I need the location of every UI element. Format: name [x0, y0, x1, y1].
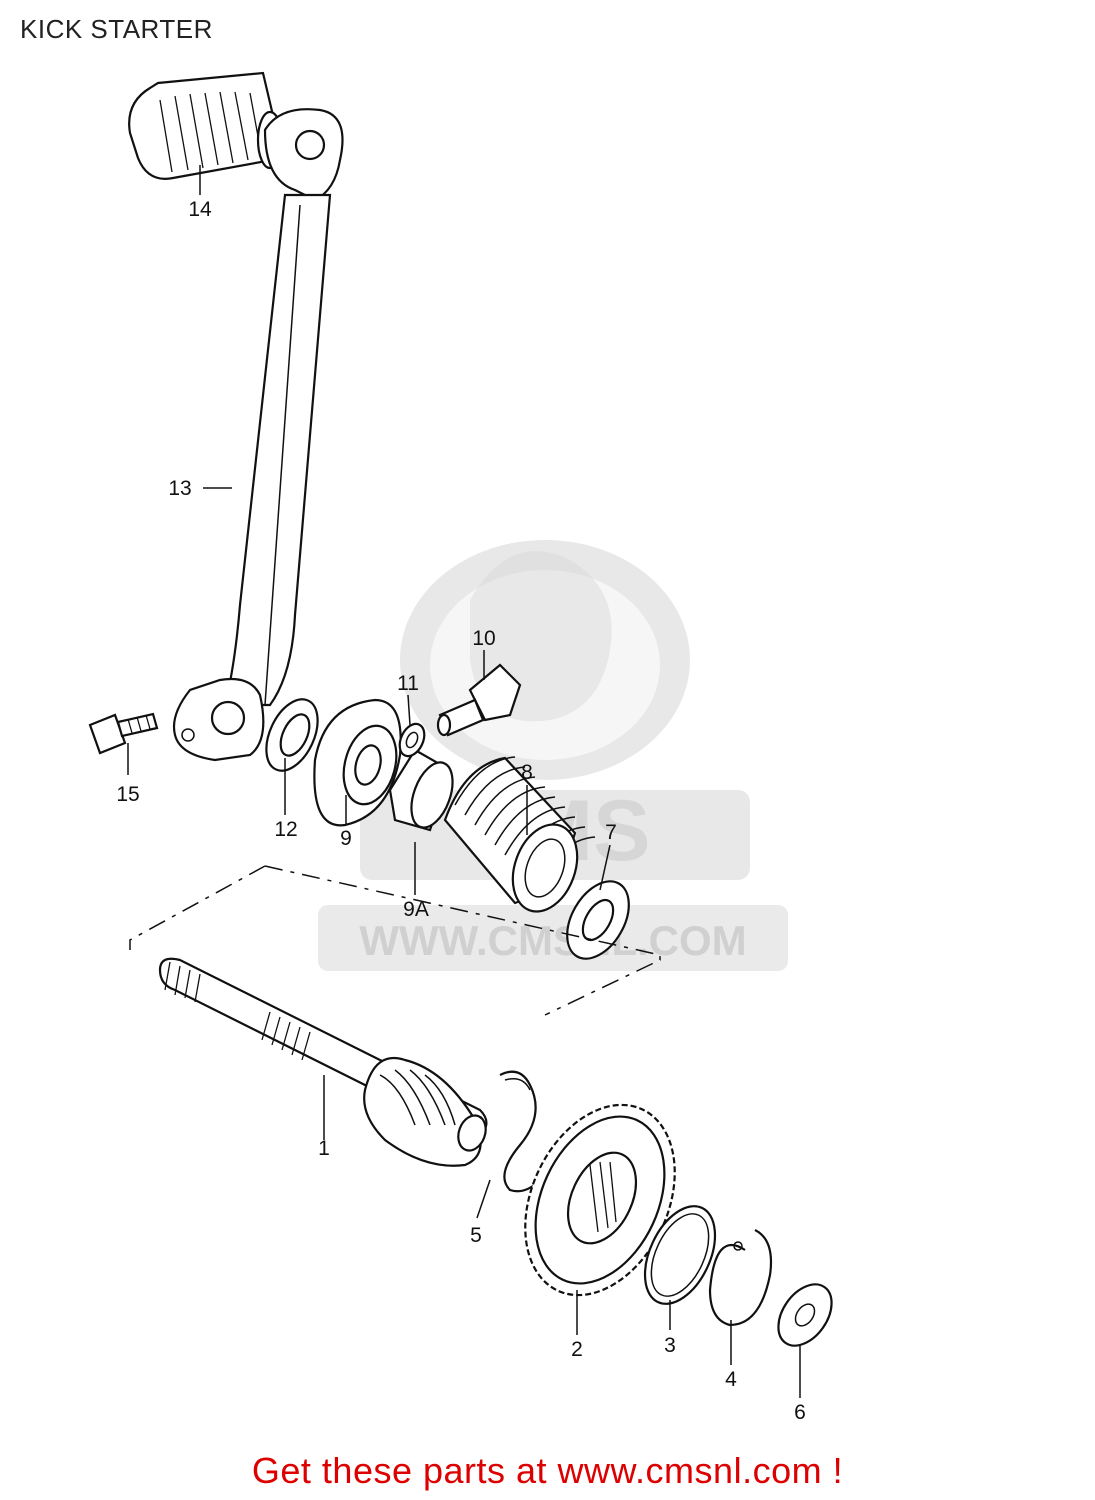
- assembly-bracket: [129, 865, 661, 1016]
- kick-starter-shaft-1: [158, 957, 488, 1167]
- callout-7: 7: [605, 821, 617, 844]
- oil-seal-12: [265, 698, 319, 772]
- guide-bolt-10: [436, 663, 522, 737]
- callout-9a: 9A: [403, 898, 429, 921]
- callout-4: 4: [725, 1368, 737, 1391]
- washer-6: [777, 1283, 833, 1347]
- kick-spring-8: [443, 756, 596, 913]
- watermark-url: WWW.CMSNL.COM: [359, 917, 746, 964]
- callout-5: 5: [470, 1224, 482, 1247]
- callout-8: 8: [521, 761, 533, 784]
- bolt-15: [88, 712, 159, 755]
- circlip-4: [708, 1229, 773, 1327]
- spring-clip-5: [499, 1070, 541, 1193]
- promo-link[interactable]: Get these parts at www.cmsnl.com !: [251, 1450, 844, 1491]
- spring-guide-9: [313, 698, 402, 827]
- washer-3: [643, 1205, 717, 1305]
- callout-2: 2: [571, 1338, 583, 1361]
- washer-11: [398, 722, 426, 758]
- callout-1: 1: [318, 1137, 330, 1160]
- callout-10: 10: [472, 627, 495, 650]
- callout-12: 12: [274, 818, 297, 841]
- callout-11: 11: [397, 672, 419, 695]
- leader-lines: [127, 165, 801, 1398]
- spacer-9a: [388, 748, 454, 832]
- callout-13: 13: [168, 477, 191, 500]
- callout-14: 14: [188, 198, 212, 221]
- callout-3: 3: [664, 1334, 676, 1357]
- callout-15: 15: [116, 783, 139, 806]
- kick-grip-rubber: [128, 71, 285, 180]
- callout-9: 9: [340, 827, 352, 850]
- washer-7: [566, 880, 630, 960]
- page-title: KICK STARTER: [20, 14, 213, 44]
- kick-lever-arm: [172, 108, 344, 762]
- kick-drive-gear-2: [524, 1103, 676, 1297]
- callout-6: 6: [794, 1401, 806, 1424]
